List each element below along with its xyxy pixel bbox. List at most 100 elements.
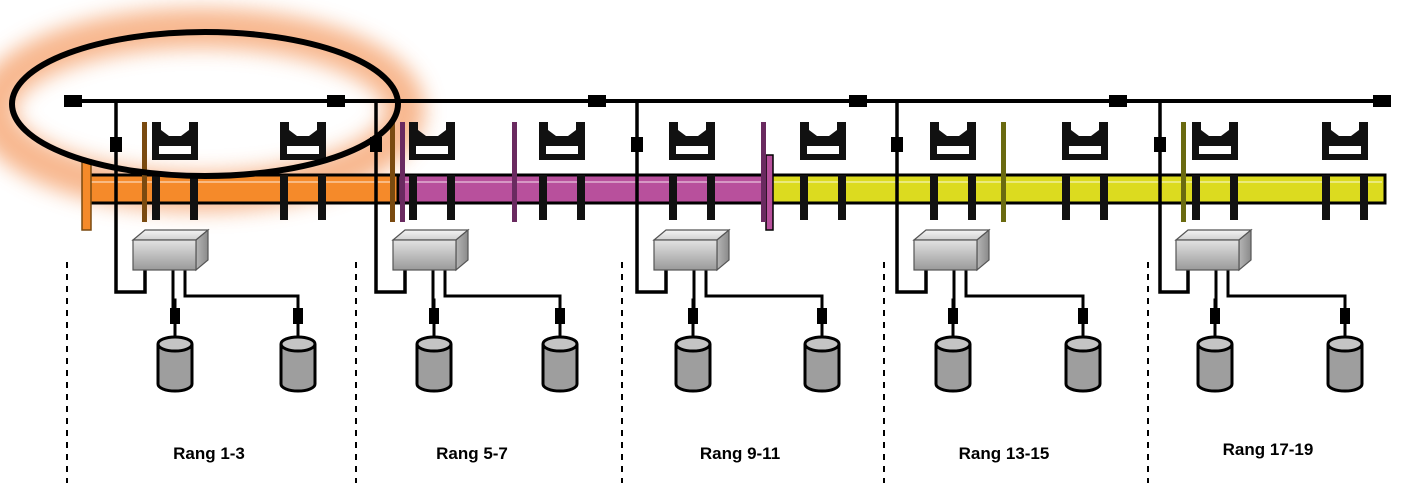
section-label-2: Rang 5-7 xyxy=(436,444,508,463)
drum-body xyxy=(541,344,579,393)
drum-top xyxy=(934,335,972,353)
rack-leg-right xyxy=(318,175,326,220)
beam-joint-flange xyxy=(765,154,774,231)
rack-leg-right xyxy=(190,175,198,220)
rack-frame-top xyxy=(1322,122,1368,160)
rack-frame xyxy=(1192,122,1238,220)
drum-body xyxy=(934,344,972,393)
rack-frame-slot xyxy=(159,146,191,154)
module-drop-line xyxy=(1158,101,1190,294)
beam-post xyxy=(512,122,517,222)
drum-top xyxy=(156,335,194,353)
module-to-drum-line xyxy=(704,270,824,320)
module-front xyxy=(913,239,978,271)
rack-leg-left xyxy=(800,175,808,220)
rack-frame-slot xyxy=(546,146,578,154)
drum-top xyxy=(415,335,453,353)
drum-body xyxy=(415,344,453,393)
module-to-drum-line xyxy=(964,270,1085,320)
beam-post xyxy=(390,122,395,222)
drum-top xyxy=(1326,335,1364,353)
highlight-ellipse-ring xyxy=(9,29,401,179)
rack-frame-top xyxy=(1062,122,1108,160)
rack-leg-right xyxy=(577,175,585,220)
drum-2-1 xyxy=(415,324,453,393)
rack-leg-left xyxy=(930,175,938,220)
beam-post xyxy=(1001,122,1006,222)
rack-leg-right xyxy=(707,175,715,220)
bus-connector xyxy=(849,95,867,107)
rack-frame-top xyxy=(930,122,976,160)
network-group xyxy=(64,95,1391,324)
drum-connector xyxy=(948,308,958,324)
drum-connector xyxy=(293,308,303,324)
drum-1-2 xyxy=(279,324,317,393)
rack-frame xyxy=(1322,122,1368,220)
rack-frame-top xyxy=(152,122,198,160)
rack-frame-top xyxy=(539,122,585,160)
drum-5-1 xyxy=(1196,324,1234,393)
rack-frame xyxy=(152,122,198,220)
module-to-drum-line xyxy=(183,270,300,320)
module-drop-line xyxy=(374,101,407,294)
module-front xyxy=(1175,239,1240,271)
rack-frame xyxy=(280,122,326,220)
module-box-2 xyxy=(391,228,470,272)
rack-frame xyxy=(539,122,585,220)
rack-frame-slot xyxy=(937,146,969,154)
drum-connector xyxy=(429,308,439,324)
rack-leg-left xyxy=(152,175,160,220)
drop-connector xyxy=(891,137,903,152)
module-drop-line xyxy=(895,101,928,294)
module-box-4 xyxy=(912,228,991,272)
drum-connector xyxy=(1210,308,1220,324)
rack-leg-left xyxy=(280,175,288,220)
rack-frame-slot xyxy=(287,146,319,154)
module-drop-line xyxy=(114,101,147,294)
drum-top xyxy=(674,335,712,353)
drum-body xyxy=(156,344,194,393)
module-box-1 xyxy=(131,228,210,272)
drum-body xyxy=(803,344,841,393)
drum-top xyxy=(541,335,579,353)
label-group: Rang 1-3 Rang 5-7 Rang 9-11 Rang 13-15 R… xyxy=(173,440,1313,463)
beam-group xyxy=(81,122,1387,231)
rack-leg-right xyxy=(968,175,976,220)
drum-top xyxy=(1064,335,1102,353)
bus-connector xyxy=(1109,95,1127,107)
module-box-5 xyxy=(1174,228,1253,272)
bus-connector xyxy=(327,95,345,107)
bus-connector xyxy=(588,95,606,107)
drop-connector xyxy=(1154,137,1166,152)
drum-connector xyxy=(1340,308,1350,324)
drum-3-1 xyxy=(674,324,712,393)
module-top xyxy=(652,229,731,241)
rack-frame xyxy=(1062,122,1108,220)
rack-leg-right xyxy=(1230,175,1238,220)
drum-connector xyxy=(688,308,698,324)
rack-leg-left xyxy=(1322,175,1330,220)
module-front xyxy=(653,239,718,271)
bus-connector xyxy=(64,95,82,107)
drum-body xyxy=(674,344,712,393)
module-front xyxy=(132,239,197,271)
rack-leg-left xyxy=(1192,175,1200,220)
beam-post xyxy=(400,122,405,222)
rack-leg-right xyxy=(1100,175,1108,220)
drum-body xyxy=(1064,344,1102,393)
separator-group xyxy=(66,262,1149,483)
module-to-drum-line xyxy=(1226,270,1347,320)
module-top xyxy=(912,229,991,241)
drum-1-1 xyxy=(156,324,194,393)
rack-frame-slot xyxy=(1329,146,1361,154)
bus-connector xyxy=(1373,95,1391,107)
rack-frame-top xyxy=(800,122,846,160)
rack-leg-right xyxy=(447,175,455,220)
rack-frame-top xyxy=(669,122,715,160)
rack-frame-slot xyxy=(1069,146,1101,154)
drop-connector xyxy=(631,137,643,152)
drum-connector xyxy=(170,308,180,324)
highlight-ellipse xyxy=(9,29,401,179)
drum-5-2 xyxy=(1326,324,1364,393)
